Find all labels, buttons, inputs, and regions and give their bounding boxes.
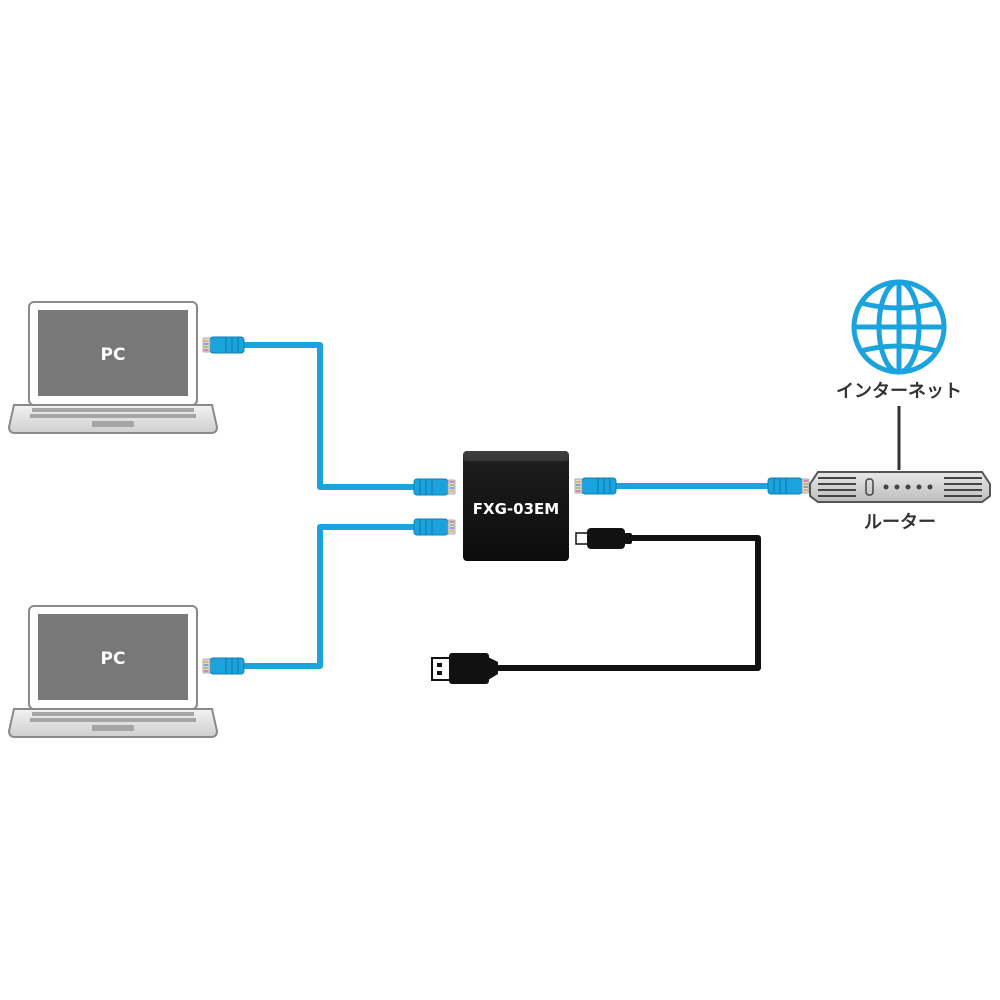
router-icon (809, 471, 991, 503)
rj45-connector-icon-switch-out (574, 477, 617, 495)
rj45-connector-icon-pc-top (202, 336, 245, 354)
rj45-connector-icon-switch-in-2 (413, 518, 456, 536)
router-label: ルーター (864, 512, 936, 533)
switch-label: FXG-03EM (473, 500, 559, 518)
pc-bottom-label: PC (101, 649, 126, 669)
rj45-connector-icon-router (767, 477, 810, 495)
switch-box: FXG-03EM (463, 451, 569, 561)
usb-c-plug-icon (575, 528, 632, 549)
lan-cable-bottom-pc (238, 524, 415, 669)
usb-cable (496, 535, 761, 671)
pc-top-label: PC (101, 345, 126, 365)
rj45-connector-icon-switch-in-1 (413, 478, 456, 496)
globe-icon (851, 279, 947, 375)
usb-a-plug-icon (431, 653, 498, 684)
laptop-icon-top: PC (8, 301, 218, 434)
laptop-icon-bottom: PC (8, 605, 218, 738)
lan-cable-top-pc (238, 342, 415, 490)
rj45-connector-icon-pc-bottom (202, 657, 245, 675)
internet-label: インターネット (836, 381, 962, 402)
